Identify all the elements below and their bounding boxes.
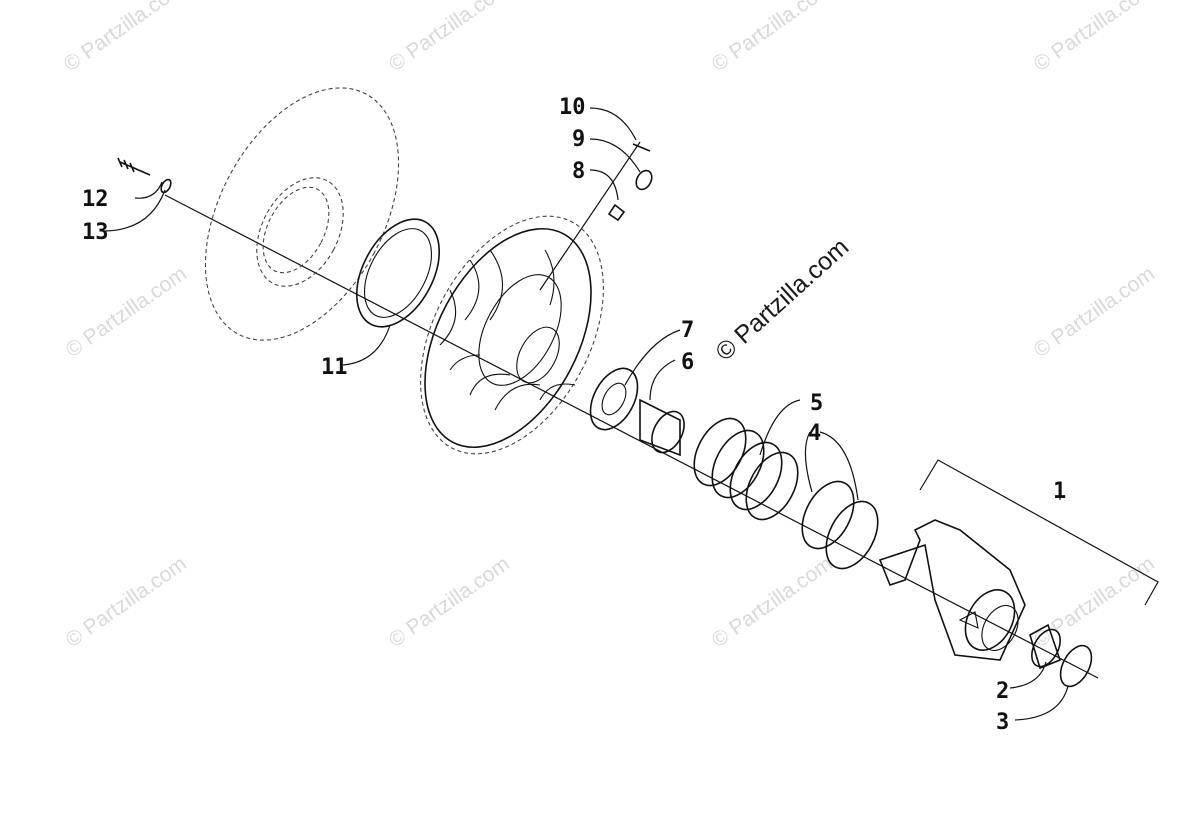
watermark: © Partzilla.com <box>1030 262 1159 362</box>
watermark: © Partzilla.com <box>385 552 514 652</box>
movable-sheave <box>420 215 604 455</box>
screw-and-washer <box>117 157 172 194</box>
callout-9: 9 <box>572 127 585 152</box>
leader-lines <box>104 107 1069 721</box>
assembly-axis <box>164 194 1099 679</box>
snap-ring <box>1059 644 1093 688</box>
callout-12: 12 <box>82 187 109 212</box>
watermark: © Partzilla.com <box>60 0 189 76</box>
watermark: © Partzilla.com <box>62 262 191 362</box>
pin-parts <box>607 143 653 222</box>
callout-labels: 1 2 3 4 5 6 7 8 9 10 11 12 13 <box>82 95 1066 735</box>
bushing <box>639 398 685 457</box>
callout-10: 10 <box>559 95 586 120</box>
center-watermark: © Partzilla.com <box>710 233 854 367</box>
pin-axis <box>539 141 641 291</box>
retaining-rings <box>801 480 879 570</box>
gasket-plate <box>356 218 440 328</box>
watermark: © Partzilla.com <box>708 0 837 76</box>
watermark: © Partzilla.com <box>385 0 514 76</box>
callout-4: 4 <box>808 421 821 446</box>
callout-6: 6 <box>681 350 694 375</box>
watermark: © Partzilla.com <box>708 552 837 652</box>
watermark: © Partzilla.com <box>1030 0 1159 76</box>
sleeve <box>1029 623 1062 670</box>
spring <box>693 417 799 521</box>
watermark: © Partzilla.com <box>1030 552 1159 652</box>
callout-1: 1 <box>1053 479 1066 504</box>
callout-11: 11 <box>321 355 348 380</box>
washer <box>589 367 639 431</box>
callout-5: 5 <box>810 391 823 416</box>
callout-3: 3 <box>996 710 1009 735</box>
callout-13: 13 <box>82 220 109 245</box>
fixed-sheave <box>204 87 400 341</box>
callout-8: 8 <box>572 159 585 184</box>
callout-7: 7 <box>681 318 694 343</box>
callout-2: 2 <box>996 679 1009 704</box>
callout-bracket <box>919 459 1159 606</box>
watermark: © Partzilla.com <box>62 552 191 652</box>
watermark-layer: © Partzilla.com © Partzilla.com © Partzi… <box>60 0 1159 652</box>
spider-assembly <box>878 519 1026 661</box>
